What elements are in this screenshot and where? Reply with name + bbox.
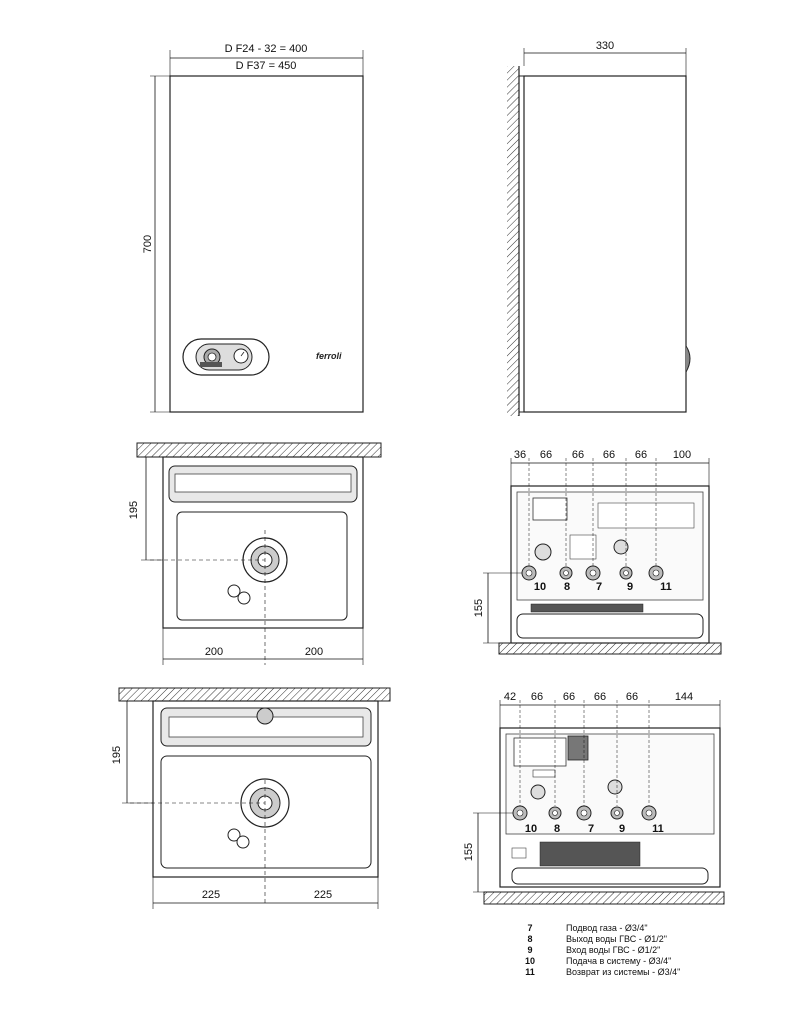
pipe-9 xyxy=(619,566,633,580)
spacing-label: 36 xyxy=(514,449,526,461)
legend-number: 11 xyxy=(525,967,535,977)
boiler-side-body xyxy=(523,75,687,413)
pipe-11 xyxy=(648,565,664,581)
bottom-view-small: 195 200 200 xyxy=(128,442,382,665)
legend: 7 Подвод газа - Ø3/4" 8 Выход воды ГВС -… xyxy=(525,923,680,977)
wall-hatch-bottom xyxy=(498,642,722,655)
pipe-8 xyxy=(548,806,562,820)
legend-number: 9 xyxy=(527,945,532,955)
legend-text: Подвод газа - Ø3/4" xyxy=(566,923,648,933)
wall-hatch-top xyxy=(118,687,391,702)
spacing-label: 66 xyxy=(531,691,543,703)
grille xyxy=(530,603,644,613)
wall-hatch-top xyxy=(136,442,382,458)
pipe-10 xyxy=(512,805,528,821)
front-width-label-2: D F37 = 450 xyxy=(236,60,297,72)
front-view: D F24 - 32 = 400 D F37 = 450 700 ferroli xyxy=(142,43,364,413)
connections-view-small: 10 8 7 9 11 36 66 66 66 66 100 155 xyxy=(473,449,722,655)
pipe-number-10: 10 xyxy=(534,581,546,593)
spacing-label: 100 xyxy=(673,449,691,461)
pipe-number-11: 11 xyxy=(660,581,672,593)
bottom-small-depth-label: 195 xyxy=(128,501,140,519)
connections-view-large: 10 8 7 9 11 42 66 66 66 66 144 155 xyxy=(463,691,725,905)
bottom-large-depth-label: 195 xyxy=(111,746,123,764)
legend-number: 7 xyxy=(527,923,532,933)
grille xyxy=(539,841,641,867)
wall-hatch xyxy=(507,66,519,416)
spacing-label: 66 xyxy=(626,691,638,703)
side-depth-label: 330 xyxy=(596,40,614,52)
brand-logo: ferroli xyxy=(316,351,342,361)
legend-number: 10 xyxy=(525,956,535,966)
pipe-number-8: 8 xyxy=(564,581,570,593)
spacing-label: 66 xyxy=(563,691,575,703)
pipe-number-7: 7 xyxy=(588,823,594,835)
spacing-label: 66 xyxy=(635,449,647,461)
connections-large-height-label: 155 xyxy=(463,843,475,861)
pipe-7 xyxy=(576,805,592,821)
pipe-9 xyxy=(610,806,624,820)
side-view: 330 xyxy=(507,40,691,416)
spacing-label: 66 xyxy=(594,691,606,703)
spacing-label: 66 xyxy=(603,449,615,461)
legend-text: Возврат из системы - Ø3/4" xyxy=(566,967,680,977)
front-width-label-1: D F24 - 32 = 400 xyxy=(225,43,308,55)
connections-small-height-label: 155 xyxy=(473,599,485,617)
spacing-label: 66 xyxy=(540,449,552,461)
pipe-11 xyxy=(641,805,657,821)
bottom-view-large: 195 225 225 xyxy=(111,687,391,909)
pipe-number-8: 8 xyxy=(554,823,560,835)
legend-text: Подача в систему - Ø3/4" xyxy=(566,956,671,966)
bottom-small-half-right: 200 xyxy=(305,646,323,658)
side-knob xyxy=(685,345,691,373)
legend-number: 8 xyxy=(527,934,532,944)
pipe-number-9: 9 xyxy=(619,823,625,835)
spacing-label: 144 xyxy=(675,691,693,703)
pipe-number-10: 10 xyxy=(525,823,537,835)
front-height-label: 700 xyxy=(142,235,154,253)
pipe-7 xyxy=(585,565,601,581)
legend-text: Выход воды ГВС - Ø1/2" xyxy=(566,934,667,944)
legend-text: Вход воды ГВС - Ø1/2" xyxy=(566,945,660,955)
pipe-number-9: 9 xyxy=(627,581,633,593)
pipe-10 xyxy=(521,565,537,581)
spacing-label: 66 xyxy=(572,449,584,461)
wall-hatch-bottom xyxy=(483,891,725,905)
spacing-label: 42 xyxy=(504,691,516,703)
display-icon xyxy=(200,362,222,367)
pipe-number-11: 11 xyxy=(652,823,664,835)
pipe-number-7: 7 xyxy=(596,581,602,593)
bottom-large-half-right: 225 xyxy=(314,889,332,901)
bottom-large-half-left: 225 xyxy=(202,889,220,901)
bottom-small-half-left: 200 xyxy=(205,646,223,658)
pipe-8 xyxy=(559,566,573,580)
